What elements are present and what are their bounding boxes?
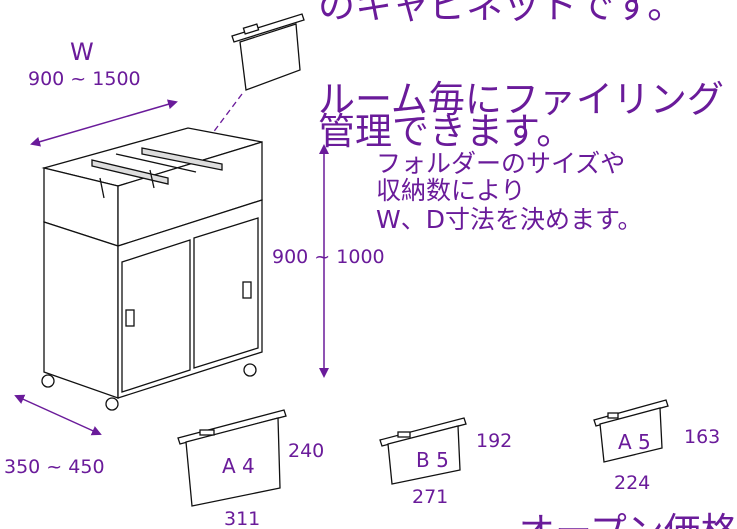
folder-b5-width: 271 <box>412 486 449 508</box>
note-line-1: フォルダーのサイズや <box>376 149 626 178</box>
folder-b5-height: 192 <box>476 430 513 452</box>
folder-a4-height: 240 <box>288 440 325 462</box>
width-arrow <box>30 99 178 147</box>
folder-a5-width: 224 <box>614 472 651 494</box>
floating-folder-icon <box>231 13 305 91</box>
headline-line-3: 管理できます。 <box>318 110 574 153</box>
folder-b5-icon <box>379 417 467 485</box>
folder-b5-size: B 5 <box>416 448 449 472</box>
cabinet <box>41 127 263 411</box>
depth-arrow <box>14 394 102 436</box>
note-line-2: 収納数により <box>376 176 526 205</box>
depth-range: 350 ~ 450 <box>4 456 105 478</box>
price-footer: オープン価格 <box>518 512 737 529</box>
width-range: 900 ~ 1500 <box>28 68 141 90</box>
folder-a5-icon <box>593 399 669 463</box>
width-label: W <box>70 38 94 66</box>
folder-a5-height: 163 <box>684 426 721 448</box>
insert-guide-line <box>199 93 243 151</box>
folder-a4-size: A 4 <box>222 454 255 478</box>
folder-a5-size: A 5 <box>618 430 651 454</box>
note-line-3: W、D寸法を決めます。 <box>376 205 643 234</box>
folder-a4-icon <box>177 409 287 507</box>
folder-a4-width: 311 <box>224 508 261 529</box>
headline-line-1: のキャビネットです。 <box>318 0 685 27</box>
headline-line-2: ルーム毎にファイリング <box>318 78 724 121</box>
height-range: 900 ~ 1000 <box>272 246 385 268</box>
